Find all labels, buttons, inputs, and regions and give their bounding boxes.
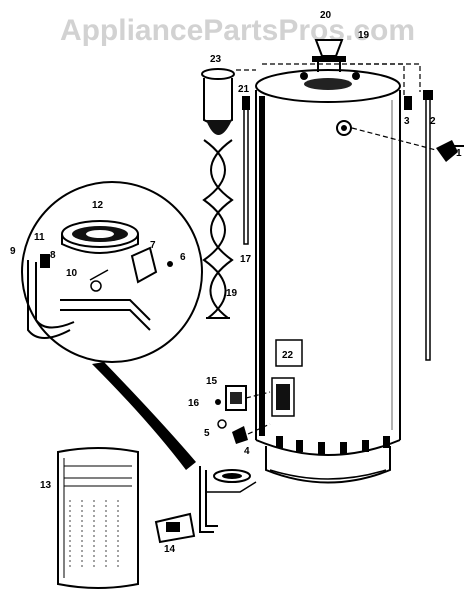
watermark: AppliancePartsPros.com <box>59 14 416 47</box>
callout-19: 19 <box>226 288 238 299</box>
burner-assembly <box>199 466 257 533</box>
callout-12: 12 <box>92 200 104 211</box>
callout-21: 21 <box>238 84 250 95</box>
detail-pointer <box>92 362 196 470</box>
callout-22: 22 <box>282 350 294 361</box>
callout-17: 17 <box>240 254 252 265</box>
callout-13: 13 <box>40 480 52 491</box>
part-15-gas-control-valve <box>215 385 271 444</box>
callout-20: 20 <box>320 10 332 21</box>
callout-4: 4 <box>244 446 250 457</box>
water-heater-tank <box>255 69 401 484</box>
callout-3: 3 <box>404 116 410 127</box>
callout-19-top: 19 <box>358 30 370 41</box>
callout-6: 6 <box>180 252 186 263</box>
part-17-anode-rod <box>242 96 250 245</box>
part-13-outer-door <box>57 447 139 589</box>
callout-23: 23 <box>210 54 222 65</box>
callout-11: 11 <box>34 232 45 243</box>
burner-detail-circle <box>21 181 203 363</box>
callout-9: 9 <box>10 246 16 257</box>
callout-7: 7 <box>150 240 156 251</box>
part-19-flue-baffle <box>201 68 235 319</box>
callout-16: 16 <box>188 398 200 409</box>
part-14-inner-door <box>154 512 196 544</box>
callout-14: 14 <box>164 544 176 555</box>
part-1-relief-valve <box>436 140 464 162</box>
callout-15: 15 <box>206 376 218 387</box>
callout-1: 1 <box>456 148 462 159</box>
callout-2: 2 <box>430 116 436 127</box>
callout-10: 10 <box>66 268 78 279</box>
callout-8: 8 <box>50 250 56 261</box>
part-20-vent-cap <box>312 39 346 72</box>
callout-5: 5 <box>204 428 210 439</box>
part-2-dip-tube <box>404 90 433 361</box>
